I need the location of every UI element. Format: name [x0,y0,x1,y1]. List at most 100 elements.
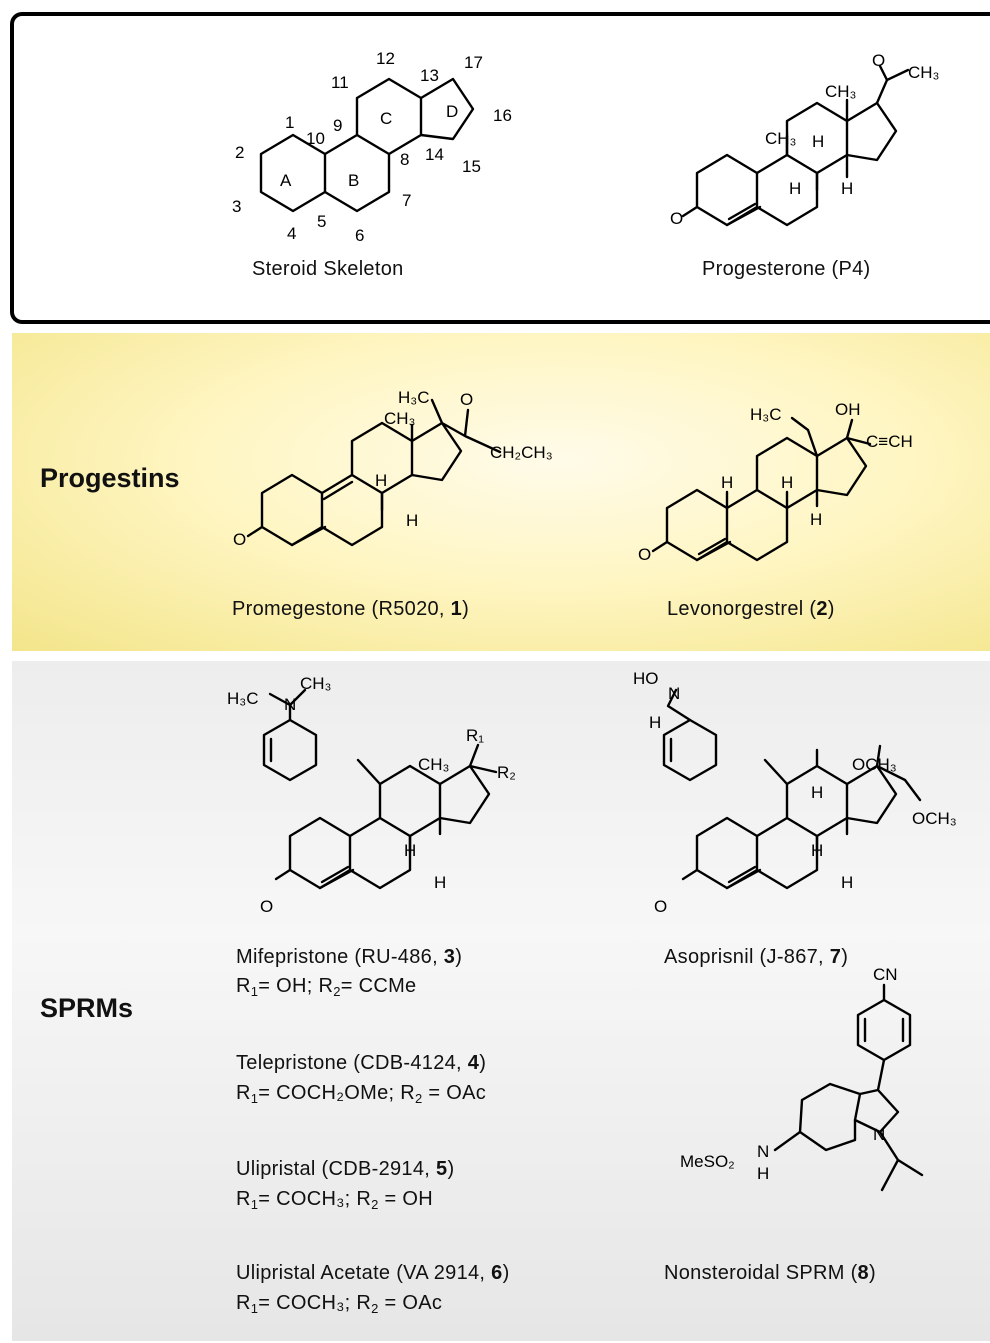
asoprisnil-h-8: H [811,841,823,860]
ulipristal-name: Ulipristal (CDB-2914, [236,1158,436,1180]
progesterone-c18-ch3: CH₃ [825,82,856,101]
telepristone-r2-value: OAc [446,1082,487,1104]
progesterone-h-8: H [812,132,824,151]
ulipristal-close: ) [447,1158,455,1180]
atom-number-10: 10 [306,129,325,148]
asoprisnil-keto-o: O [654,897,667,916]
nonsteroidal-mesO2: MeSO₂ [680,1152,735,1171]
atom-number-15: 15 [462,157,481,176]
promegestone-keto-o: O [233,530,246,549]
atom-number-14: 14 [425,145,444,164]
levonorgestrel-close: ) [827,598,835,620]
nonsteroidal-number: 8 [857,1262,869,1284]
ring-label-d: D [446,102,458,121]
promegestone-structure: O O CH₂CH₃ H₃C CH₃ H H [233,388,553,549]
sprms-panel [12,661,990,1341]
atom-number-17: 17 [464,53,483,72]
asoprisnil-ho: HO [633,669,659,688]
telepristone-number: 4 [467,1052,480,1074]
promegestone-ch2ch3: CH₂CH₃ [490,443,553,462]
ulipristal-acetate-caption: Ulipristal Acetate (VA 2914, 6) [236,1262,510,1285]
progestins-label: Progestins [40,463,180,493]
mifepristone-number: 3 [443,946,456,968]
ulipristal-acetate-r2-value: OAc [402,1292,443,1314]
ring-label-a: A [280,171,292,190]
atom-number-3: 3 [232,197,241,216]
asoprisnil-och3-methoxymethyl: OCH₃ [912,809,957,828]
asoprisnil-och3-17: OCH₃ [852,755,897,774]
asoprisnil-close: ) [841,946,849,968]
asoprisnil-h-11: H [811,783,823,802]
mifepristone-r2-value: CCMe [358,975,417,997]
ulipristal-acetate-name: Ulipristal Acetate (VA 2914, [236,1262,492,1284]
mifepristone-name: Mifepristone (RU-486, [236,946,444,968]
mifepristone-structure: O H₃C N CH₃ CH₃ R₁ R₂ H H [227,674,516,916]
promegestone-number: 1 [450,598,463,620]
sprms-label: SPRMs [40,993,134,1023]
atom-number-16: 16 [493,106,512,125]
ulipristal-acetate-substituents: R1= COCH₃; R2 = OAc [236,1292,443,1316]
asoprisnil-number: 7 [829,946,842,968]
ulipristal-r2-value: OH [402,1188,433,1210]
promegestone-name: Promegestone (R5020, [232,598,451,620]
promegestone-h-14: H [406,511,418,530]
progesterone-keto-o: O [670,209,683,228]
progesterone-structure: O O CH₃ CH₃ CH₃ H H H [670,51,939,228]
levonorgestrel-number: 2 [816,598,828,620]
mifepristone-h-14: H [434,873,446,892]
nonsteroidal-caption: Nonsteroidal SPRM (8) [664,1262,876,1285]
asoprisnil-name: Asoprisnil (J-867, [664,946,830,968]
ulipristal-acetate-close: ) [502,1262,510,1284]
nonsteroidal-sprm-structure: CN MeSO₂ N H N [680,965,924,1192]
steroid-skeleton-structure: A B C D 1 2 3 4 5 6 7 8 9 10 11 12 13 14… [232,49,512,245]
progesterone-h-9: H [789,179,801,198]
mifepristone-ch3: CH₃ [418,755,449,774]
atom-number-13: 13 [420,66,439,85]
promegestone-carbonyl-o: O [460,390,473,409]
telepristone-substituents: R1= COCH₂OMe; R2 = OAc [236,1082,487,1106]
promegestone-ch3: CH₃ [384,409,415,428]
mifepristone-close: ) [455,946,463,968]
atom-number-2: 2 [235,143,244,162]
levonorgestrel-keto-o: O [638,545,651,564]
nonsteroidal-name: Nonsteroidal SPRM ( [664,1262,858,1284]
mifepristone-substituents: R1= OH; R2= CCMe [236,975,417,999]
asoprisnil-caption: Asoprisnil (J-867, 7) [664,946,848,969]
nonsteroidal-indole-n: N [873,1125,885,1144]
mifepristone-r1: R₁ [466,726,484,745]
asoprisnil-structure: O HO N H OCH₃ OCH₃ H H H [633,669,957,916]
atom-number-1: 1 [285,113,294,132]
progesterone-caption: Progesterone (P4) [702,258,871,280]
atom-number-12: 12 [376,49,395,68]
mifepristone-r1-value: OH [276,975,307,997]
atom-number-8: 8 [400,150,409,169]
levonorgestrel-structure: O H₃C OH C≡CH H H H [638,400,913,564]
telepristone-name: Telepristone (CDB-4124, [236,1052,468,1074]
nonsteroidal-close: ) [868,1262,876,1284]
ulipristal-caption: Ulipristal (CDB-2914, 5) [236,1158,454,1181]
mifepristone-r2: R₂ [497,763,516,782]
atom-number-9: 9 [333,116,342,135]
ulipristal-number: 5 [436,1158,448,1180]
levonorgestrel-h-14: H [810,510,822,529]
mifepristone-n: N [284,695,296,714]
nonsteroidal-nh-n: N [757,1142,769,1161]
ulipristal-acetate-number: 6 [491,1262,503,1284]
levonorgestrel-h-8: H [781,473,793,492]
atom-number-4: 4 [287,224,296,243]
asoprisnil-h-14: H [841,873,853,892]
atom-number-7: 7 [402,191,411,210]
levonorgestrel-name: Levonorgestrel ( [667,598,817,620]
ulipristal-acetate-r1-value: COCH₃ [276,1292,345,1314]
progesterone-h-14: H [841,179,853,198]
mifepristone-caption: Mifepristone (RU-486, 3) [236,946,462,969]
promegestone-caption: Promegestone (R5020, 1) [232,598,469,621]
promegestone-h-8: H [375,471,387,490]
levonorgestrel-oh: OH [835,400,861,419]
levonorgestrel-caption: Levonorgestrel (2) [667,598,835,621]
asoprisnil-h-oxime: H [649,713,661,732]
ring-label-c: C [380,109,392,128]
promegestone-h3c: H₃C [398,388,429,407]
progesterone-acetyl-o: O [872,51,885,70]
